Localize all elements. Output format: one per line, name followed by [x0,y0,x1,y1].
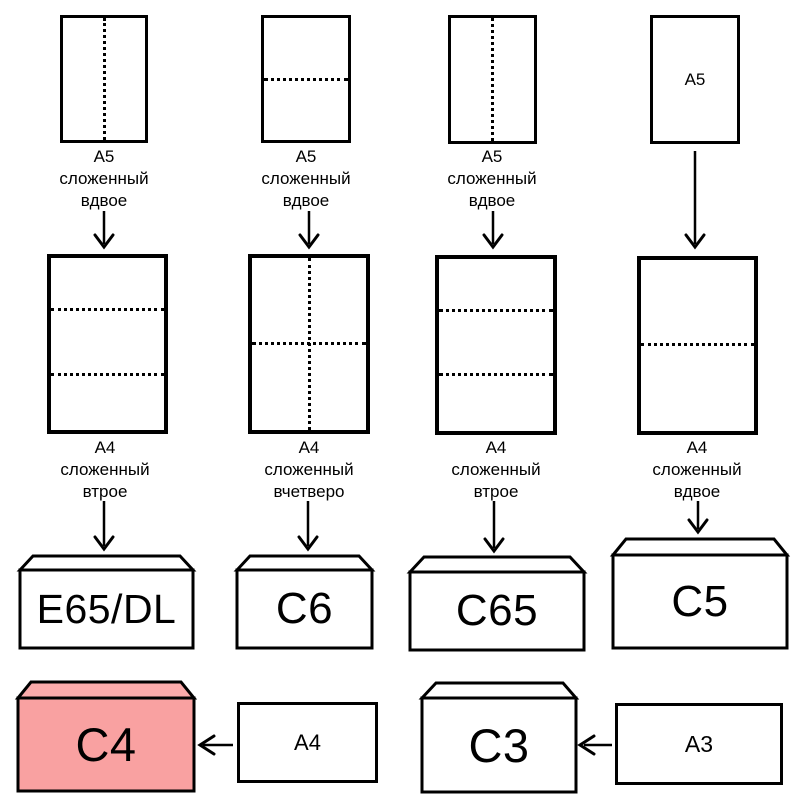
paper-a5-fold-vertical-1 [60,15,148,143]
envelope-c3-label: C3 [468,718,530,772]
sheet-a3-label: A3 [684,730,714,757]
envelope-c4-label: C4 [75,718,137,771]
paper-a5-inside-label: A5 [684,69,706,89]
arrow-down-col3-mid [483,501,505,554]
fold-line-horizontal [439,309,553,313]
label-a5-folded-half-3: A5 сложенный вдвое [447,147,537,210]
label-a4-folded-thirds-1: A4 сложенный втрое [60,438,150,501]
paper-a4-fold-thirds-2 [435,255,557,435]
paper-a4-fold-thirds-1 [47,254,168,434]
arrow-left-a3-to-c3 [577,734,612,756]
label-a5-folded-half-2: A5 сложенный вдвое [261,147,351,210]
fold-line-horizontal [264,77,348,81]
paper-a5-fold-horizontal [261,15,351,143]
arrow-down-col4-mid [687,501,709,535]
envelope-c5-label: C5 [671,576,729,626]
sheet-a4-landscape: A4 [237,702,378,783]
envelope-e65dl-label: E65/DL [36,585,177,632]
arrow-left-a4-to-c4 [197,734,233,756]
fold-line-horizontal [641,343,754,347]
arrow-down-col3-top [482,211,504,250]
fold-line-vertical [102,18,106,140]
arrow-down-col1-mid [93,501,115,552]
envelope-c6-label: C6 [275,584,334,633]
fold-line-horizontal [252,341,366,345]
arrow-down-col1-top [93,211,115,250]
arrow-down-col2-top [298,211,320,250]
fold-line-horizontal [51,308,164,312]
paper-a5-fold-vertical-2 [448,15,537,144]
fold-line-horizontal [51,372,164,376]
paper-a4-fold-half [637,256,758,435]
sheet-a4-label: A4 [294,729,321,755]
paper-a4-fold-quarters [248,254,370,434]
paper-a5-unfolded: A5 [650,15,740,144]
fold-line-horizontal [439,372,553,376]
envelope-c65-label: C65 [455,586,539,635]
label-a4-folded-half: A4 сложенный вдвое [652,438,742,501]
label-a4-folded-thirds-2: A4 сложенный втрое [451,438,541,501]
arrow-down-col4-top [684,151,706,250]
label-a4-folded-quarters: A4 сложенный вчетверо [264,438,354,501]
sheet-a3-landscape: A3 [615,703,783,785]
arrow-down-col2-mid [297,501,319,552]
label-a5-folded-half-1: A5 сложенный вдвое [59,147,149,210]
fold-line-vertical [491,18,494,141]
